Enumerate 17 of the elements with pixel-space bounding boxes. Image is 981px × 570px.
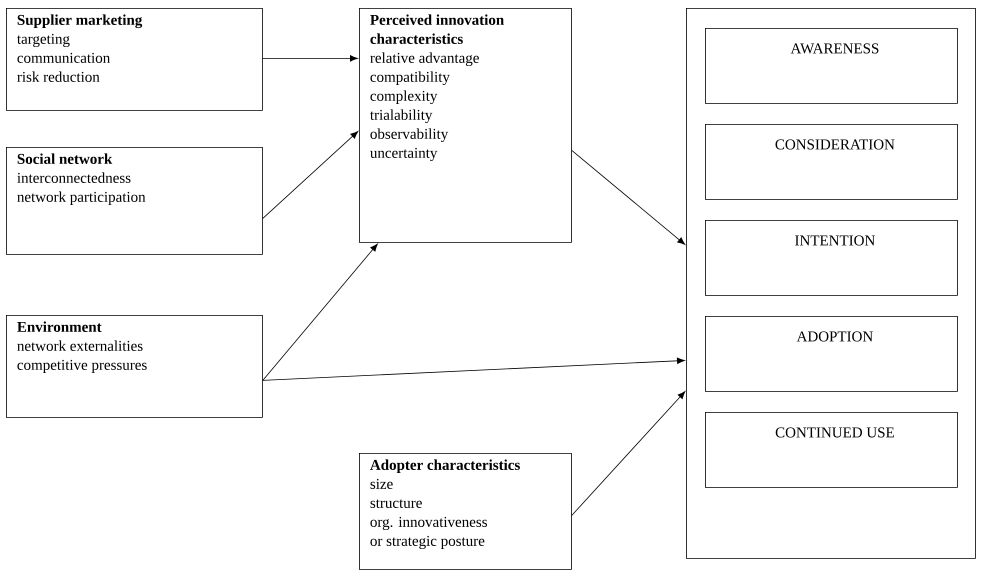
arrow xyxy=(262,358,685,381)
arrow xyxy=(571,391,686,516)
stage-box: INTENTION xyxy=(705,220,958,296)
stage-box: CONSIDERATION xyxy=(705,124,958,200)
factor-box: Perceived innovation characteristics relative advantage compatibility complexity trialability observability uncertainty xyxy=(359,8,572,243)
arrow xyxy=(262,244,378,381)
arrow xyxy=(262,131,358,219)
factor-box: Social network interconnectedness network participation xyxy=(6,147,263,255)
arrow xyxy=(571,150,686,245)
factor-box: Adopter characteristics size structure org. innovativeness or strategic posture xyxy=(359,453,572,570)
stage-panel xyxy=(686,8,976,559)
arrow xyxy=(262,55,358,62)
factor-box: Environment network externalities competitive pressures xyxy=(6,315,263,418)
factor-box: Supplier marketing targeting communication risk reduction xyxy=(6,8,263,111)
stage-box: CONTINUED USE xyxy=(705,412,958,488)
stage-box: ADOPTION xyxy=(705,316,958,392)
stage-box: AWARENESS xyxy=(705,28,958,104)
